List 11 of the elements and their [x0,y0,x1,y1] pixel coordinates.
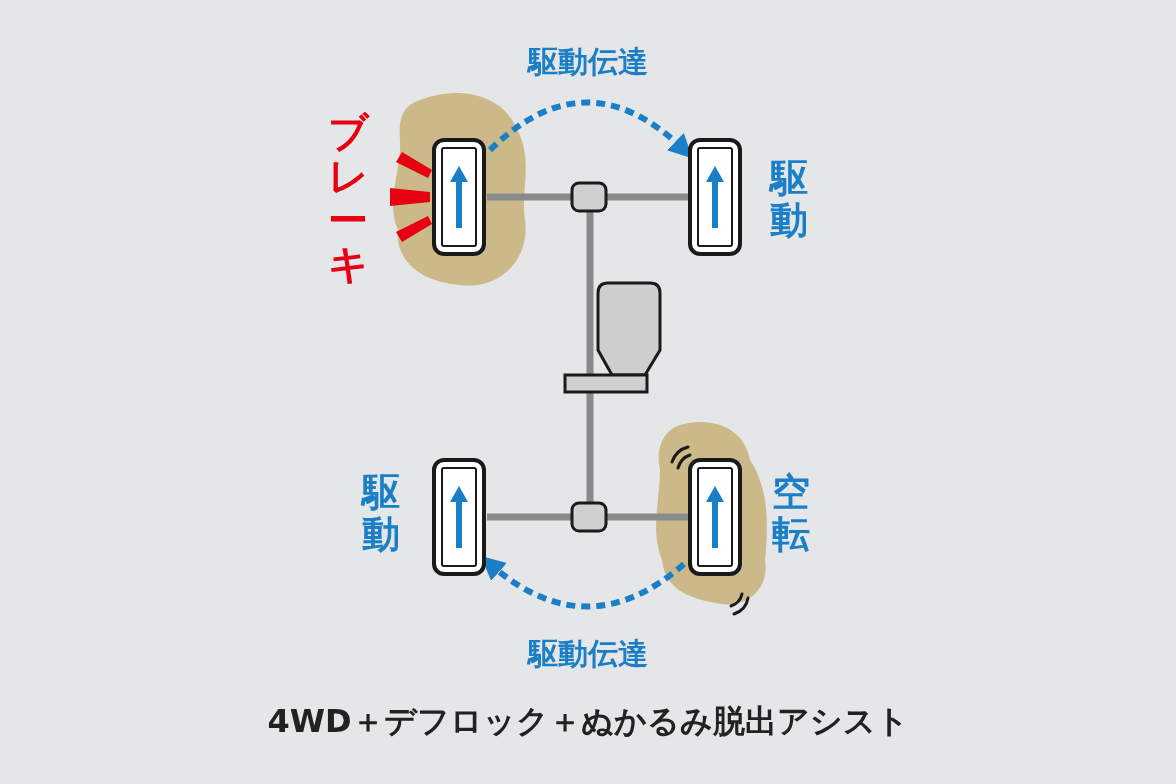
caption: 4WD＋デフロック＋ぬかるみ脱出アシスト [267,701,909,742]
edge-label: 駆動伝達 [528,43,648,81]
wheel [688,458,742,576]
wheel [688,138,742,256]
wheel-caption: ブレーキ [328,110,368,286]
wheel-caption: 空転 [772,472,810,556]
edge-label: 駆動伝達 [528,635,648,673]
wheel [432,138,486,256]
wheel [432,458,486,576]
wheel-caption: 駆動 [770,158,808,242]
wheel-caption: 駆動 [362,472,400,556]
